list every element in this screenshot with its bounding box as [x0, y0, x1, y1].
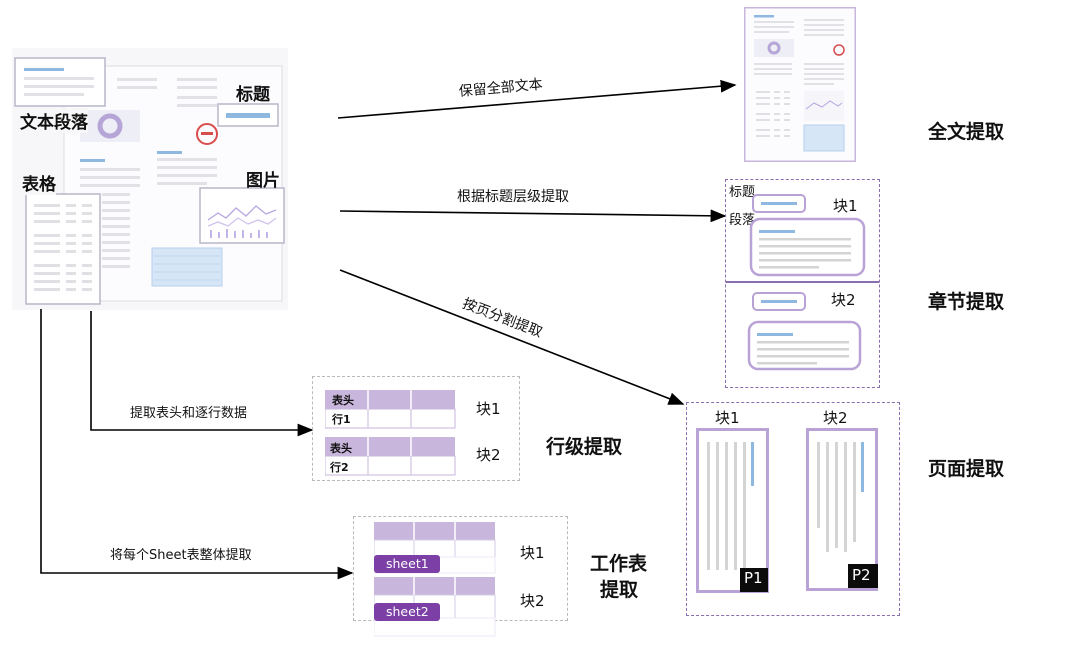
row-table1-header: 表头	[332, 394, 354, 407]
heading-label: 标题	[236, 85, 270, 105]
arrow-by-page	[339, 269, 685, 405]
sheet2-tag: sheet2	[386, 604, 429, 619]
mode-sheet-line1: 工作表	[590, 553, 648, 575]
row-table1-row: 行1	[332, 413, 351, 426]
arrow-by-row	[90, 311, 314, 437]
row-block2-label: 块2	[476, 446, 501, 464]
row-tables-graphic	[325, 390, 456, 476]
arrow-label-by-row: 提取表头和逐行数据	[130, 406, 248, 421]
sheet-block1-label: 块1	[520, 544, 545, 562]
mode-page: 页面提取	[928, 458, 1005, 480]
full-text-result-thumbnail	[744, 7, 856, 162]
arrow-by-sheet	[40, 309, 354, 580]
row-table2-header: 表头	[330, 442, 352, 455]
table-label: 表格	[22, 170, 56, 195]
image-label: 图片	[246, 171, 280, 191]
page-result-container	[686, 402, 900, 616]
chapter-block1-label: 块1	[833, 197, 858, 215]
page-blocks-graphic	[696, 428, 878, 593]
chapter-blocks-graphic	[747, 194, 866, 371]
chapter-paragraph-tag: 段落	[729, 213, 756, 228]
sheet-tables-graphic	[374, 522, 496, 637]
source-document-graphic	[14, 57, 285, 305]
page-block2-label: 块2	[823, 409, 848, 427]
chapter-result-container	[725, 179, 880, 388]
mode-chapter: 章节提取	[928, 291, 1005, 313]
arrow-by-heading	[339, 209, 727, 223]
arrow-full-text	[337, 79, 737, 119]
sheet-block2-label: 块2	[520, 592, 545, 610]
sheet1-tag: sheet1	[386, 556, 429, 571]
source-document-illustration	[12, 48, 288, 310]
chapter-heading-tag: 标题	[729, 185, 756, 200]
page-p1-badge: P1	[744, 569, 763, 587]
arrow-label-by-heading: 根据标题层级提取	[457, 189, 569, 205]
chapter-divider	[726, 281, 879, 283]
page-block1-label: 块1	[715, 409, 740, 427]
mode-sheet-line2: 提取	[600, 579, 639, 601]
arrow-label-by-sheet: 将每个Sheet表整体提取	[110, 548, 252, 563]
mode-row: 行级提取	[546, 436, 623, 458]
paragraph-label: 文本段落	[20, 108, 88, 133]
chapter-block2-label: 块2	[831, 291, 856, 309]
mode-full-text: 全文提取	[928, 121, 1005, 143]
row-table2-row: 行2	[330, 461, 349, 474]
row-block1-label: 块1	[476, 400, 501, 418]
row-result-container	[312, 376, 520, 481]
page-p2-badge: P2	[852, 566, 871, 584]
